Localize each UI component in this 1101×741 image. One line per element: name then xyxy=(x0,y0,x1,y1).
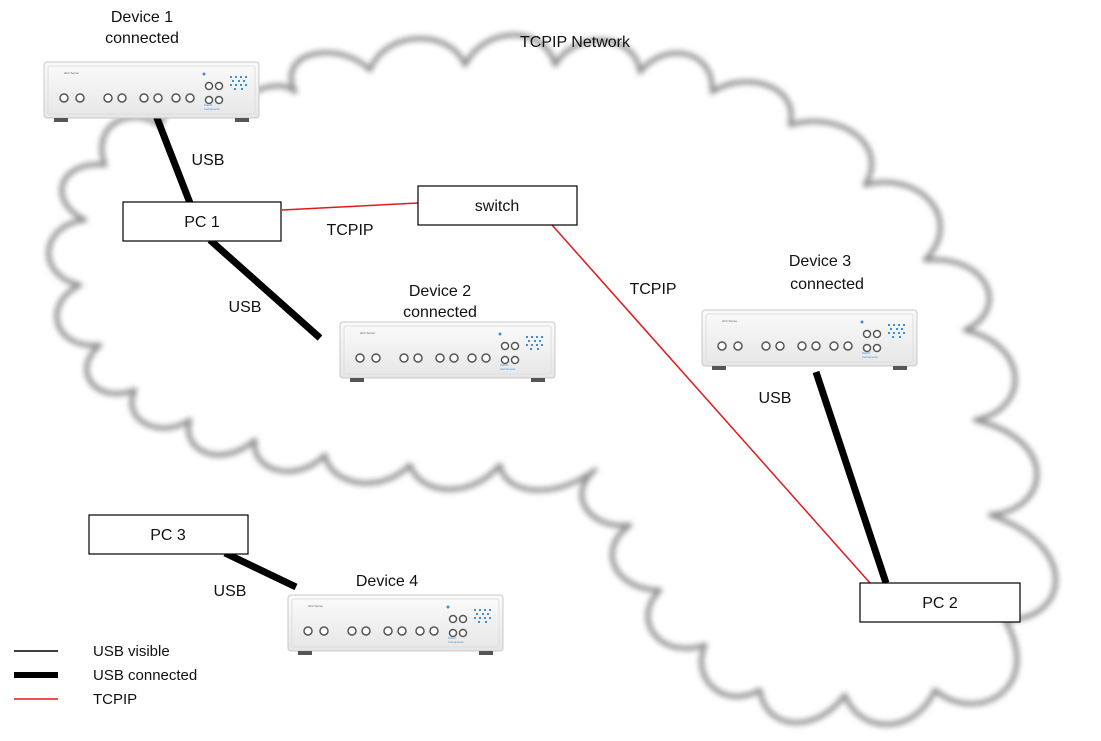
usb-label-device4: USB xyxy=(214,583,247,600)
device-2-label-line1: Device 2 xyxy=(409,283,471,300)
device-1-label-line1: Device 1 xyxy=(111,9,173,26)
legend-usb-connected-label: USB connected xyxy=(93,667,197,684)
pc-3-label: PC 3 xyxy=(150,527,186,544)
svg-text:Zurich: Zurich xyxy=(448,636,457,640)
switch-label: switch xyxy=(475,198,519,215)
legend-usb-visible-label: USB visible xyxy=(93,643,170,660)
device-4-label: Device 4 xyxy=(356,573,418,590)
device-3-label-line1: Device 3 xyxy=(789,253,851,270)
svg-text:HF2 Series: HF2 Series xyxy=(64,71,80,75)
tcpip-link-switch-pc2 xyxy=(551,224,871,584)
device-3: HF2 Series Zurich Instruments xyxy=(701,309,918,371)
svg-text:Zurich: Zurich xyxy=(204,103,213,107)
svg-text:Zurich: Zurich xyxy=(862,351,871,355)
pc-2-label: PC 2 xyxy=(922,595,958,612)
legend-tcpip-label: TCPIP xyxy=(93,691,137,708)
svg-text:Instruments: Instruments xyxy=(500,367,516,371)
usb-link-pc1-device2 xyxy=(207,237,323,341)
usb-link-pc1-device1 xyxy=(151,111,194,205)
device-1-label-line2: connected xyxy=(105,30,179,47)
pc-1-box: PC 1 xyxy=(122,201,282,242)
svg-text:HF2 Series: HF2 Series xyxy=(360,331,376,335)
svg-text:Instruments: Instruments xyxy=(862,355,878,359)
usb-label-device2: USB xyxy=(229,299,262,316)
usb-link-pc3-device4 xyxy=(223,549,298,591)
svg-text:HF2 Series: HF2 Series xyxy=(308,604,324,608)
svg-text:Zurich: Zurich xyxy=(500,363,509,367)
device-1: HF2 Series Zurich Instruments xyxy=(43,61,260,123)
tcpip-label-pc1-switch: TCPIP xyxy=(326,222,373,239)
device-2-label-line2: connected xyxy=(403,304,477,321)
network-cloud xyxy=(46,32,1058,727)
device-4: HF2 Series Zurich Instruments xyxy=(287,594,504,656)
svg-text:HF2 Series: HF2 Series xyxy=(722,319,738,323)
usb-link-pc2-device3 xyxy=(812,370,890,585)
pc-1-label: PC 1 xyxy=(184,214,220,231)
links xyxy=(151,111,890,591)
usb-label-device3: USB xyxy=(759,390,792,407)
device-2: HF2 Series Zurich Instruments xyxy=(339,321,556,383)
usb-label-device1: USB xyxy=(192,152,225,169)
svg-text:Instruments: Instruments xyxy=(204,107,220,111)
network-label: TCPIP Network xyxy=(520,34,631,51)
pc-3-box: PC 3 xyxy=(88,514,249,555)
legend: USB visible USB connected TCPIP xyxy=(14,643,197,708)
tcpip-label-switch-pc2: TCPIP xyxy=(629,281,676,298)
svg-text:Instruments: Instruments xyxy=(448,640,464,644)
tcpip-link-pc1-switch xyxy=(281,202,419,211)
pc-2-box: PC 2 xyxy=(859,582,1021,623)
switch-box: switch xyxy=(417,185,578,226)
device-3-label-line2: connected xyxy=(790,276,864,293)
